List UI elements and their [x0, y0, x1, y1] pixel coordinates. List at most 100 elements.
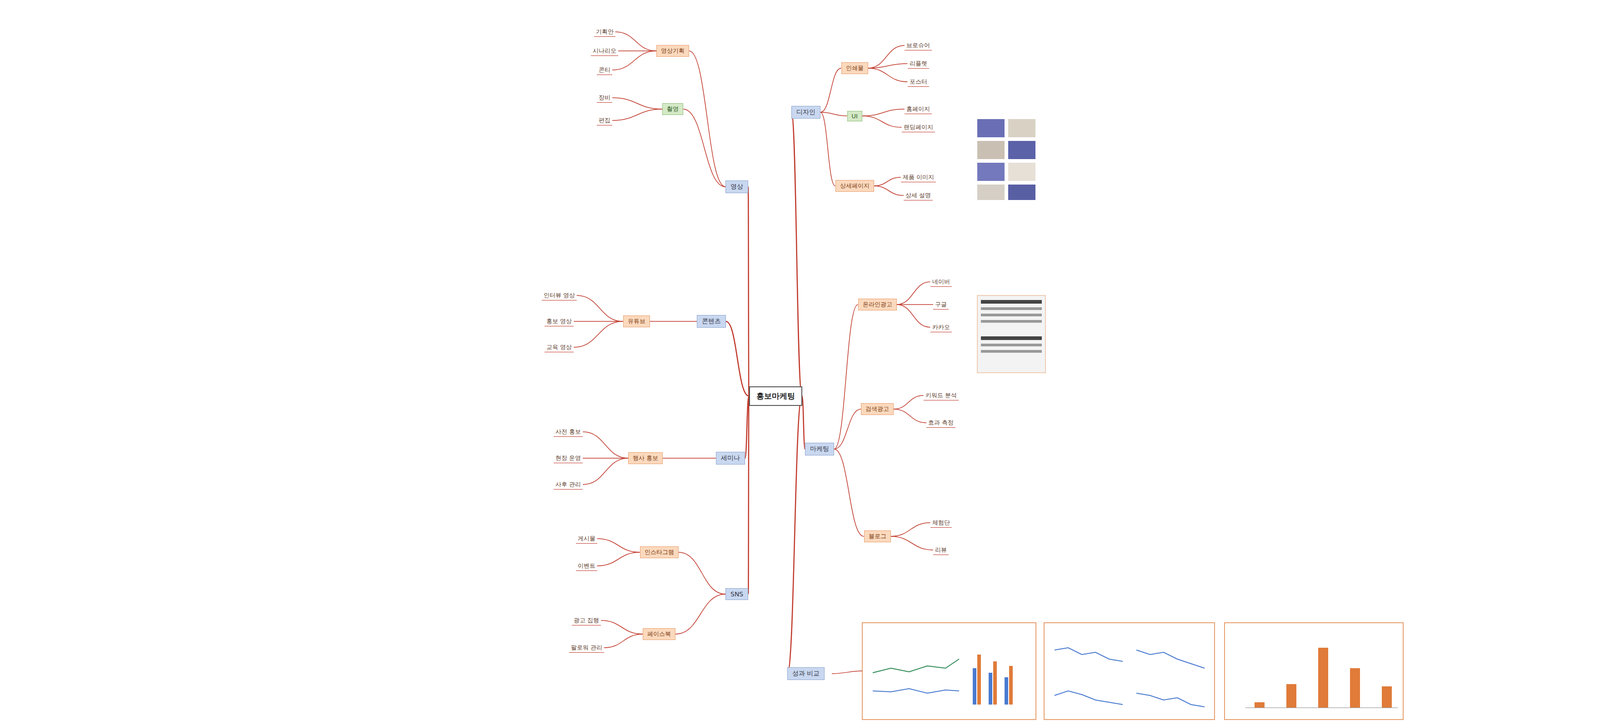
leaf-item: 인터뷰 영상 — [541, 290, 577, 301]
table-row — [980, 336, 1042, 340]
node-text: 사후 관리 — [555, 480, 581, 489]
node-text: 네이버 — [932, 277, 950, 286]
node-text: 구글 — [935, 300, 947, 309]
branch-box: 성과 비교 — [787, 667, 825, 680]
chart-frame — [1224, 622, 1404, 720]
node-text: 블로그 — [868, 532, 887, 541]
bar — [1254, 702, 1265, 708]
topic-box: 행사 홍보 — [628, 452, 663, 465]
node-text: 이벤트 — [577, 561, 596, 570]
line-series — [1136, 693, 1205, 707]
branch-connector — [820, 112, 836, 186]
node-text: 리뷰 — [935, 545, 947, 555]
leaf-item: 게시물 — [575, 534, 598, 544]
node-text: 인터뷰 영상 — [543, 291, 575, 300]
chart-frame — [1044, 622, 1215, 720]
bar — [993, 661, 997, 705]
branch-connector — [597, 538, 640, 553]
branch-connector — [862, 115, 902, 128]
leaf-item: 이벤트 — [575, 561, 598, 571]
branch-connector — [612, 109, 663, 121]
thumbnail — [1008, 184, 1036, 200]
line-series — [1136, 650, 1205, 669]
branch-connector — [834, 449, 865, 537]
line-series — [1054, 690, 1123, 705]
node-text: 세미나 — [720, 454, 740, 463]
bar — [1286, 684, 1297, 708]
thumbnail — [977, 184, 1005, 200]
branch-connector — [834, 304, 859, 450]
branch-connector — [893, 395, 924, 410]
branch-connector — [600, 620, 643, 635]
node-text: 홈페이지 — [906, 105, 930, 114]
node-text: 홍보마케팅 — [756, 390, 795, 402]
leaf-item: 리플렛 — [907, 59, 930, 69]
bar — [977, 654, 981, 705]
leaf-item: 팔로워 관리 — [569, 643, 605, 653]
leaf-item: 제품 이미지 — [900, 172, 936, 183]
branch-connector — [683, 109, 726, 187]
node-text: 행사 홍보 — [632, 454, 659, 463]
node-text: 광고 집행 — [573, 616, 600, 625]
leaf-item: 기획안 — [594, 27, 616, 37]
branch-connector — [573, 321, 623, 348]
topic-box-green: 촬영 — [662, 103, 684, 115]
node-text: 카카오 — [932, 323, 950, 332]
thumbnail — [977, 140, 1005, 160]
bar — [1004, 677, 1009, 705]
leader-line — [831, 670, 863, 674]
bar — [1381, 686, 1392, 708]
node-text: 마케팅 — [810, 445, 830, 454]
leaf-item: 랜딩페이지 — [901, 122, 935, 133]
node-text: 성과 비교 — [792, 669, 820, 678]
node-text: 포스터 — [909, 77, 928, 86]
thumbnail — [977, 119, 1005, 138]
branch-connector — [868, 63, 908, 69]
table-frame — [977, 295, 1046, 373]
topic-box: 인쇄물 — [841, 62, 869, 75]
bar — [988, 672, 993, 705]
branch-connector — [820, 68, 842, 113]
bar — [1009, 665, 1013, 705]
table-row — [980, 320, 1042, 323]
thumbnail — [977, 162, 1005, 181]
node-text: 디자인 — [796, 108, 816, 117]
branch-connector — [582, 458, 629, 485]
node-text: 브로슈어 — [906, 41, 930, 50]
node-text: 편집 — [598, 116, 611, 125]
leaf-item: 시나리오 — [590, 46, 619, 56]
branch-connector — [675, 594, 726, 635]
node-text: 팔로워 관리 — [570, 643, 603, 652]
node-text: 게시물 — [577, 534, 596, 543]
node-text: 기획안 — [595, 27, 614, 36]
node-text: 영상 — [730, 182, 744, 191]
branch-connector — [802, 395, 806, 450]
node-text: 영상기획 — [660, 46, 685, 55]
branch-box: 디자인 — [791, 105, 821, 119]
leaf-item: 홍보 영상 — [544, 316, 574, 327]
branch-connector — [662, 457, 716, 459]
table-row — [980, 350, 1042, 353]
node-text: 인스타그램 — [644, 548, 675, 557]
branch-connector — [582, 431, 629, 459]
leaf-item: 현장 운영 — [553, 453, 583, 464]
table-row — [980, 300, 1042, 304]
thumbnails — [977, 119, 1036, 200]
leaf-item: 콘티 — [596, 65, 613, 75]
branch-connector — [896, 304, 934, 305]
leaf-item: 브로슈어 — [904, 40, 932, 51]
topic-box-green: UI — [847, 110, 863, 122]
leaf-item: 장비 — [596, 93, 613, 103]
table-row — [980, 313, 1042, 317]
branch-connector — [573, 320, 623, 322]
leaf-item: 구글 — [933, 300, 949, 310]
node-text: 검색광고 — [865, 405, 890, 414]
node-text: 랜딩페이지 — [903, 123, 934, 132]
node-text: 효과 측정 — [928, 418, 954, 427]
chart-frame — [862, 622, 1036, 720]
central-topic: 홍보마케팅 — [749, 386, 803, 406]
node-text: 사전 홍보 — [555, 427, 581, 436]
leaf-item: 사후 관리 — [553, 480, 583, 490]
leaf-item: 리뷰 — [933, 545, 949, 555]
node-text: 유튜브 — [627, 317, 646, 326]
